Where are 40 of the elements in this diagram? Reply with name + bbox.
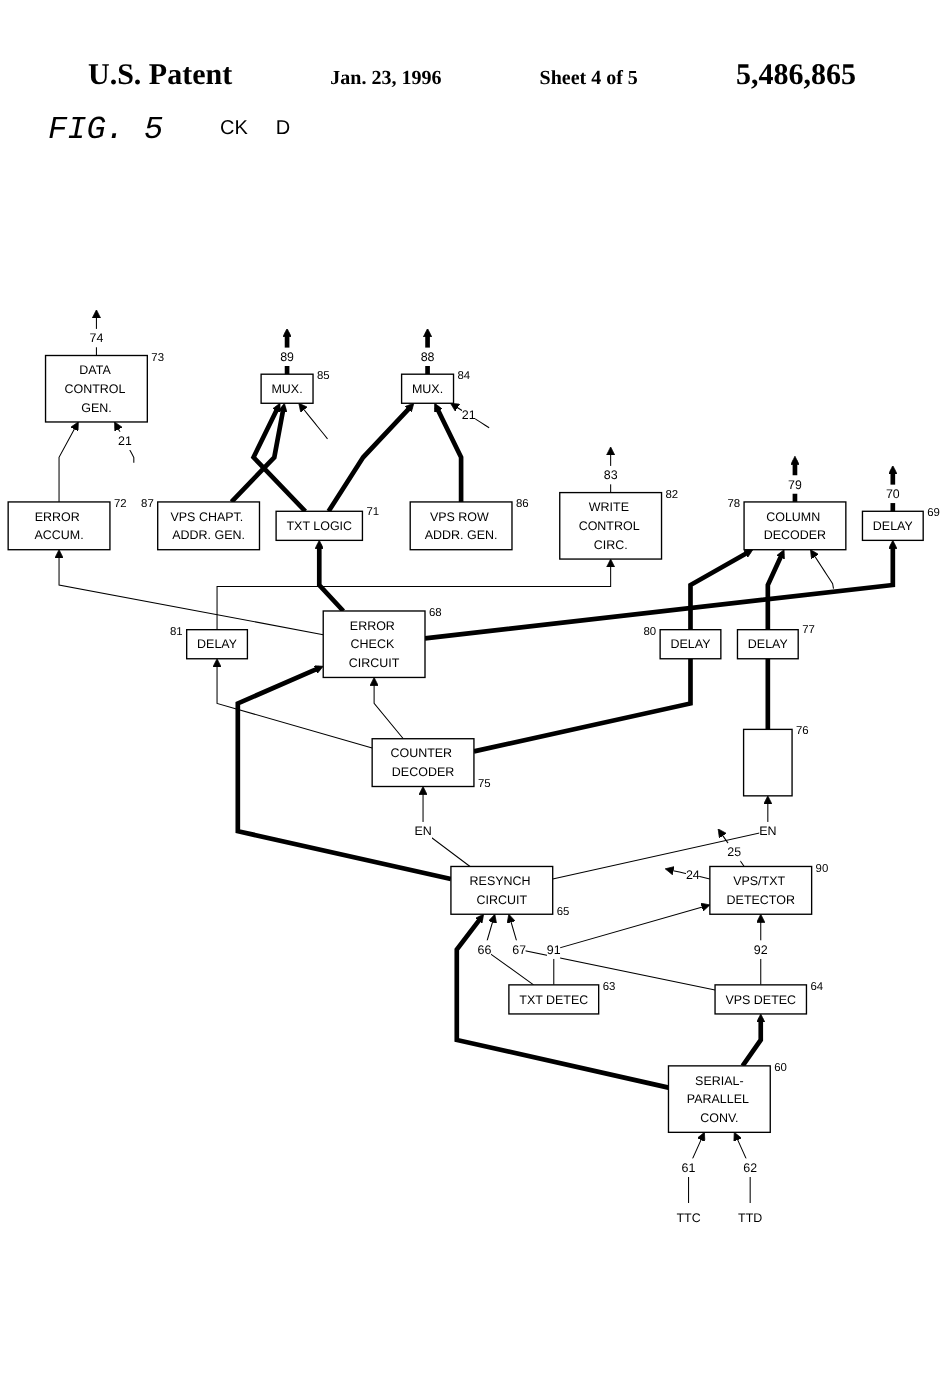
connector-arrow bbox=[888, 465, 898, 512]
connector-arrow bbox=[688, 1131, 706, 1204]
connector-arrow bbox=[810, 549, 834, 590]
connector-arrow bbox=[326, 402, 415, 513]
connector-arrow bbox=[418, 786, 471, 867]
connector-arrow bbox=[91, 309, 101, 356]
connector-arrow bbox=[369, 677, 404, 740]
connector-arrow bbox=[688, 549, 754, 630]
patent-office-heading: U.S. Patent bbox=[88, 60, 233, 94]
connector-arrow bbox=[216, 558, 616, 631]
connector-arrow bbox=[740, 1013, 766, 1068]
connector-arrow bbox=[298, 402, 329, 440]
connector-arrow bbox=[552, 795, 773, 880]
connector-arrow bbox=[790, 455, 800, 502]
connector-arrow bbox=[483, 913, 535, 986]
connector-arrow bbox=[664, 866, 711, 880]
connector-arrow bbox=[54, 549, 324, 636]
connector-arrow bbox=[229, 402, 288, 504]
connector-arrow bbox=[250, 402, 307, 513]
connector-arrow bbox=[212, 658, 373, 749]
circuit-block bbox=[742, 728, 793, 797]
connector-arrow bbox=[606, 446, 616, 494]
connector-arrow bbox=[235, 665, 452, 882]
sheet-number: Sheet 4 of 5 bbox=[539, 68, 638, 90]
pin-label: D bbox=[275, 118, 291, 140]
connector-arrow bbox=[434, 402, 464, 502]
issue-date: Jan. 23, 1996 bbox=[330, 68, 442, 90]
connector-arrow bbox=[424, 539, 898, 641]
connector-arrow bbox=[756, 913, 766, 986]
connector-arrow bbox=[423, 328, 433, 375]
connector-arrow bbox=[58, 421, 79, 503]
connector-arrow bbox=[733, 1131, 751, 1204]
connector-arrow bbox=[553, 902, 711, 986]
connector-arrow bbox=[314, 539, 346, 613]
connector-arrow bbox=[454, 913, 669, 1090]
pin-label: CK bbox=[220, 118, 248, 140]
connector-arrow bbox=[506, 913, 716, 991]
figure-title: FIG. 5 bbox=[48, 112, 164, 148]
patent-number: 5,486,865 bbox=[736, 60, 856, 94]
connector-arrow bbox=[765, 549, 785, 630]
